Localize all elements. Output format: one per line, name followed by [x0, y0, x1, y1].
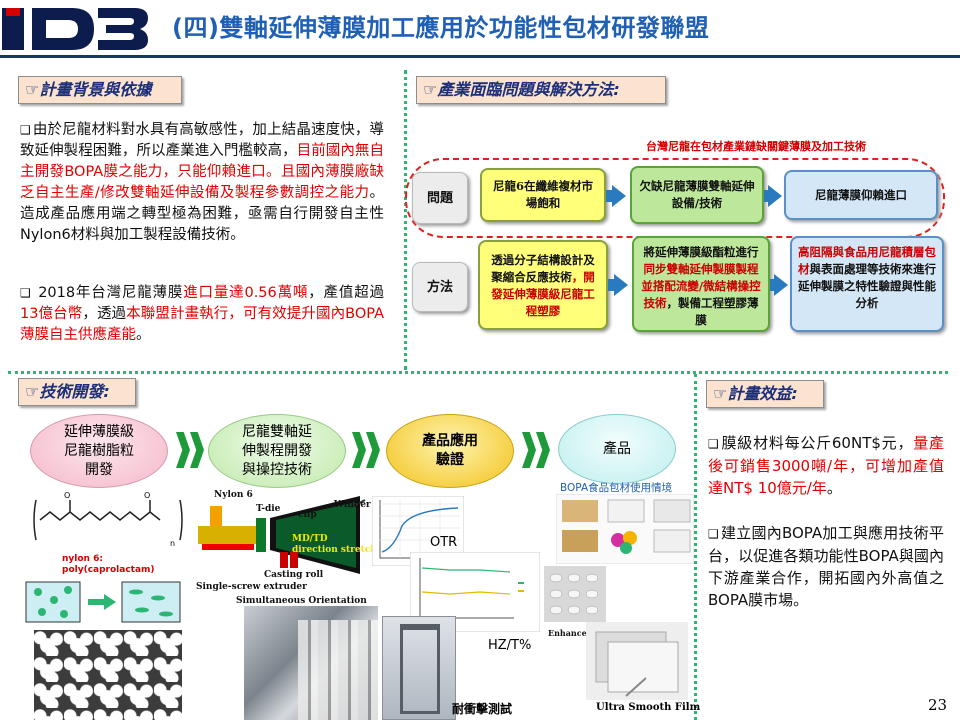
process-step-stretching: 尼龍雙軸延 伸製程開發 與操控技術 [208, 414, 346, 488]
arrow-right-icon [768, 185, 782, 207]
process-step-product: 產品 [558, 414, 676, 484]
chevron-right-icon [522, 432, 536, 468]
chevron-right-icon [536, 432, 550, 468]
nylon6-formula-label: nylon 6: poly(caprolactam) [62, 554, 155, 575]
ultra-smooth-film-photo [586, 622, 688, 700]
hz-label: HZ/T% [488, 638, 532, 653]
impact-tester-frame [400, 624, 440, 714]
impact-test-label: 耐衝擊測試 [452, 702, 513, 716]
casting-roll-label: Casting roll [264, 570, 324, 580]
process-step-resin: 延伸薄膜級 尼龍樹脂粒 開發 [30, 414, 168, 488]
tag-industry: ☞產業面臨問題與解決方法: [416, 76, 666, 104]
benefit-paragraph-1: ❑膜級材料每公斤60NT$元，量產後可銷售3000噸/年，可增加產值達NT$ 1… [708, 434, 944, 497]
arrow-body [608, 279, 616, 291]
title-rule [0, 55, 960, 58]
slide-title: (四)雙軸延伸薄膜加工應用於功能性包材研發聯盟 [172, 14, 710, 42]
arrow-right-icon [774, 274, 788, 296]
checkbox-bullet-icon: ❑ [708, 437, 719, 451]
ultra-smooth-film-label: Ultra Smooth Film [596, 702, 701, 713]
arrow-right-icon [612, 185, 626, 207]
checkbox-bullet-icon: ❑ [20, 123, 31, 137]
background-paragraph-2: ❑ 2018年台灣尼龍薄膜進口量達0.56萬噸，產值超過13億台幣，透過本聯盟計… [20, 285, 385, 343]
problem-node-2: 欠缺尼龍薄膜雙軸延伸設備/技術 [630, 166, 764, 224]
arrow-body [770, 279, 776, 291]
bopa-packaging-samples [556, 494, 694, 564]
row-label-problem: 問題 [412, 172, 468, 224]
svg-text:n: n [170, 539, 175, 548]
checkbox-bullet-icon: ❑ [708, 527, 719, 541]
extrusion-line-schematic [198, 496, 366, 574]
arrow-body [606, 190, 614, 202]
otr-label: OTR [430, 535, 458, 550]
method-node-3: 高阻隔與食品用尼龍積層包材與表面處理等技術來進行延伸製膜之特性驗證與性能分析 [790, 236, 944, 332]
diagram-caption: 台灣尼龍在包材產業鏈缺關鍵薄膜及加工技術 [646, 140, 866, 153]
method-node-1: 透過分子結構設計及聚縮合反應技術，開發延伸薄膜級尼龍工程塑膠 [478, 240, 608, 330]
chevron-right-icon [366, 432, 380, 468]
tag-background: ☞計畫背景與依據 [18, 76, 182, 104]
mdtd-label: MD/TD direction stretcher [292, 534, 388, 555]
method-node-2: 將延伸薄膜級酯粒進行同步雙軸延伸製膜製程並搭配流變/微結構操控技術，製備工程塑膠… [632, 236, 770, 332]
problem-node-3: 尼龍薄膜仰賴進口 [784, 170, 938, 220]
problem-node-1: 尼龍6在纖維複材市場飽和 [480, 168, 606, 222]
svg-text:O: O [64, 491, 70, 500]
film-rolls-photo [298, 620, 378, 720]
row-label-method: 方法 [412, 262, 468, 312]
chevron-right-icon [352, 432, 366, 468]
pellet-dispersion-illustration [25, 581, 181, 623]
nylon-pellets-photo [34, 630, 182, 720]
extruder-label: Single-screw extruder [196, 582, 307, 592]
process-step-validation: 產品應用 驗證 [386, 414, 514, 488]
arrow-right-icon [614, 274, 628, 296]
chevron-right-icon [176, 432, 190, 468]
svg-text:O: O [144, 491, 150, 500]
tag-benefit: ☞計畫效益: [706, 380, 824, 408]
divider-vertical-bottom [694, 374, 697, 720]
blister-pack-photo [544, 566, 606, 622]
t-die-label: T-die [256, 504, 281, 514]
background-paragraph-1: ❑由於尼龍材料對水具有高敏感性，加上結晶速度快，導致延伸製程困難，所以產業進入門… [20, 122, 384, 243]
winder-label: Winder [334, 500, 371, 510]
divider-vertical-top [404, 70, 407, 370]
checkbox-bullet-icon: ❑ [20, 286, 31, 300]
simultaneous-orientation-label: Simultaneous Orientation [236, 596, 367, 606]
arrow-body [764, 190, 770, 202]
divider-horizontal [8, 371, 948, 374]
benefit-paragraph-2: ❑建立國內BOPA加工與應用技術平台，以促進各類功能性BOPA與國內下游產業合作… [708, 524, 944, 609]
bopa-scenario-label: BOPA食品包材使用情境 [560, 482, 673, 494]
tag-tech: ☞技術開發: [18, 378, 136, 406]
id3-logo [2, 8, 148, 50]
clip-label: clip [298, 510, 317, 520]
chevron-right-icon [190, 432, 204, 468]
impact-tester-photo [382, 616, 456, 720]
nylon6-label: Nylon 6 [214, 490, 253, 500]
nylon6-molecule-illustration: O O n [33, 491, 183, 548]
page-number: 23 [928, 696, 948, 714]
